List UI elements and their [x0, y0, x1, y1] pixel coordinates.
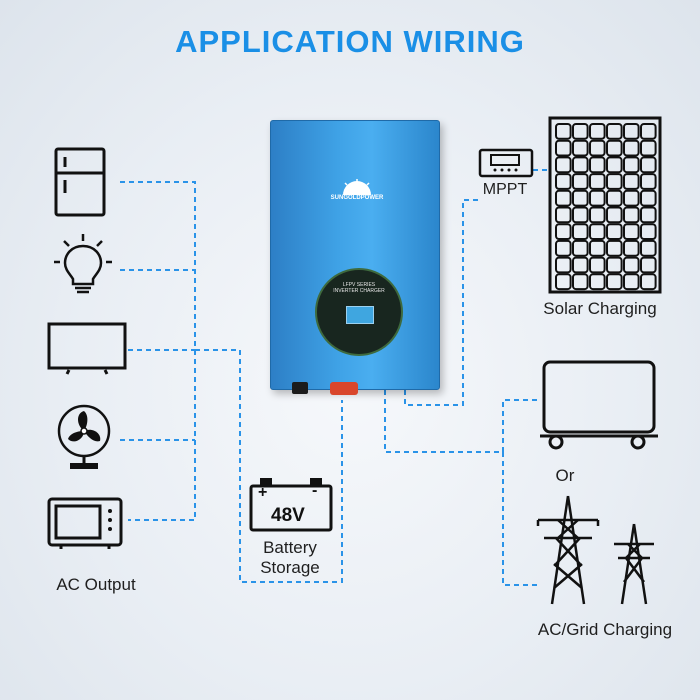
battery-terminal-negative — [292, 382, 308, 394]
solar-cell — [555, 239, 572, 257]
fan-icon — [54, 403, 114, 471]
solar-cell — [572, 206, 589, 224]
light-bulb-icon — [52, 232, 114, 298]
battery-minus: - — [312, 482, 318, 499]
inverter-control-panel: LFPV SERIES INVERTER CHARGER — [315, 268, 403, 356]
solar-cell — [555, 273, 572, 291]
solar-cell — [572, 173, 589, 190]
solar-cell — [555, 256, 572, 274]
sun-logo-icon — [343, 179, 371, 195]
wire-grid — [502, 452, 540, 586]
mppt-label: MPPT — [482, 181, 528, 198]
solar-cell — [640, 273, 657, 291]
solar-cell — [640, 123, 657, 140]
solar-cell — [640, 223, 657, 240]
page-title: APPLICATION WIRING — [175, 24, 525, 59]
solar-cell — [606, 139, 623, 157]
solar-cell — [572, 256, 589, 274]
battery-storage-label: Battery Storage — [260, 538, 320, 577]
grid-charging-label: AC/Grid Charging — [537, 620, 673, 639]
solar-cell — [555, 206, 572, 224]
solar-cell — [589, 156, 606, 174]
solar-cell — [623, 273, 640, 291]
inverter: SUNGOLDPOWER LFPV SERIES INVERTER CHARGE… — [270, 120, 440, 395]
solar-cell — [640, 156, 657, 174]
wire-generator — [384, 390, 540, 453]
solar-cell — [589, 173, 606, 190]
solar-cell — [589, 189, 606, 207]
power-tower-icon — [534, 494, 664, 606]
solar-cell — [572, 189, 589, 207]
solar-cell — [623, 256, 640, 274]
or-label: Or — [555, 466, 575, 485]
solar-cell — [640, 239, 657, 257]
inverter-brand: SUNGOLDPOWER — [330, 195, 384, 201]
solar-cell — [589, 256, 606, 274]
mppt-controller-icon — [478, 148, 534, 178]
solar-cell — [555, 139, 572, 157]
solar-cell — [606, 206, 623, 224]
battery-plus: + — [258, 484, 268, 501]
solar-cell — [589, 139, 606, 157]
solar-cell — [589, 123, 606, 140]
ac-output-label: AC Output — [56, 575, 136, 594]
solar-cell — [623, 139, 640, 157]
solar-cell — [623, 223, 640, 240]
solar-cell — [572, 273, 589, 291]
solar-cell — [606, 156, 623, 174]
solar-cell — [640, 256, 657, 274]
solar-cell — [640, 173, 657, 190]
solar-cell — [640, 206, 657, 224]
microwave-icon — [47, 497, 123, 551]
solar-cell — [572, 223, 589, 240]
solar-cell — [623, 156, 640, 174]
solar-cell — [623, 173, 640, 190]
tv-icon — [47, 322, 127, 376]
wire-mppt — [404, 199, 480, 406]
fridge-icon — [54, 147, 106, 217]
solar-charging-label: Solar Charging — [543, 299, 657, 318]
solar-cell — [555, 223, 572, 240]
solar-cell — [606, 173, 623, 190]
solar-cell — [572, 123, 589, 140]
inverter-lcd-screen — [346, 306, 374, 324]
solar-cell — [572, 139, 589, 157]
solar-cell — [589, 206, 606, 224]
solar-cell — [623, 123, 640, 140]
solar-cell — [589, 239, 606, 257]
battery-voltage: 48V — [271, 505, 305, 526]
generator-icon — [540, 358, 662, 450]
solar-cell — [623, 189, 640, 207]
solar-cell — [572, 239, 589, 257]
solar-cell — [606, 256, 623, 274]
solar-cell — [589, 223, 606, 240]
solar-cell — [555, 156, 572, 174]
solar-cell — [606, 239, 623, 257]
solar-cell — [555, 189, 572, 207]
solar-cell — [623, 239, 640, 257]
solar-cell — [589, 273, 606, 291]
solar-cell — [572, 156, 589, 174]
inverter-body: SUNGOLDPOWER LFPV SERIES INVERTER CHARGE… — [270, 120, 440, 390]
solar-cell — [606, 273, 623, 291]
solar-cell — [606, 189, 623, 207]
solar-cell — [606, 223, 623, 240]
battery-terminal-positive — [330, 382, 358, 395]
battery-icon — [248, 476, 334, 532]
solar-panel-icon — [548, 116, 662, 294]
inverter-panel-text: LFPV SERIES INVERTER CHARGER — [333, 282, 385, 294]
solar-cell — [606, 123, 623, 140]
solar-cell — [640, 189, 657, 207]
solar-cell — [555, 173, 572, 190]
solar-cell — [623, 206, 640, 224]
solar-cell — [640, 139, 657, 157]
wire-battery — [195, 349, 343, 583]
solar-cell — [555, 123, 572, 140]
